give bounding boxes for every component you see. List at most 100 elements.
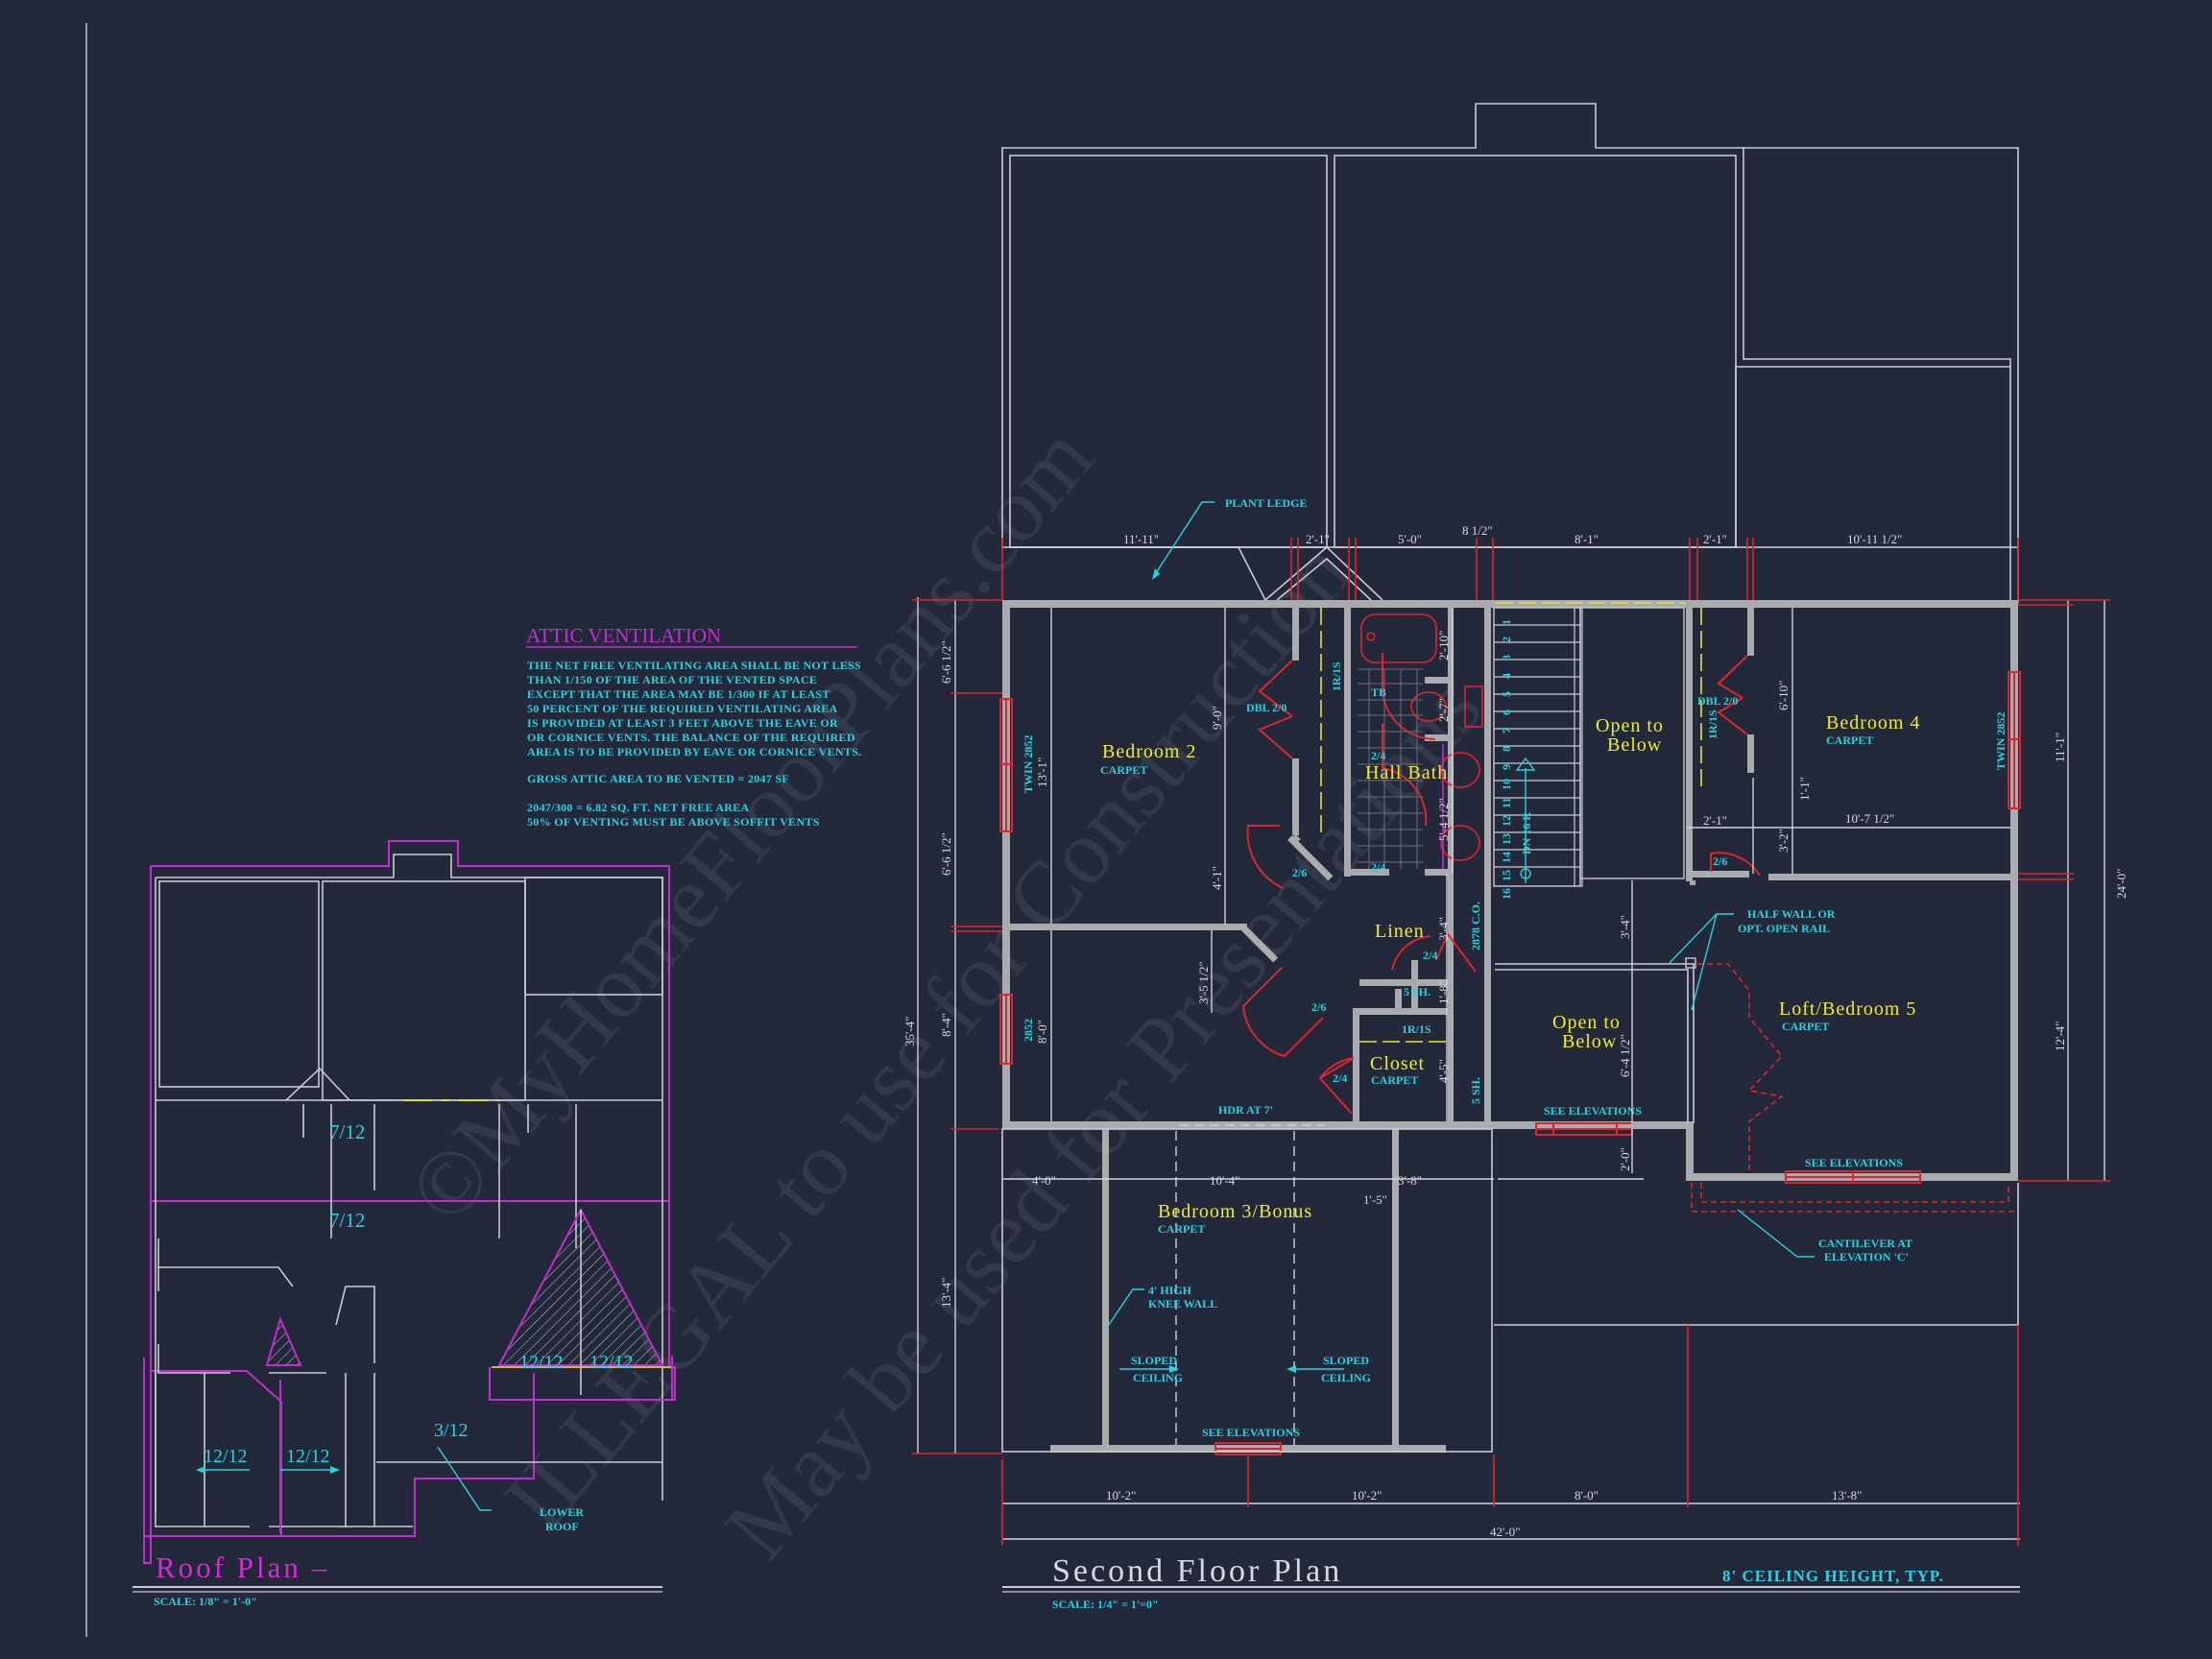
half-wall-railing xyxy=(1495,963,1695,1123)
lower-floor-outline xyxy=(1743,148,2011,603)
small-gable-hatch xyxy=(265,1316,302,1366)
dimension-label: 10'-7 1/2" xyxy=(1845,811,1894,826)
roof-pitch-label: 12/12 xyxy=(286,1446,330,1467)
cantilever-label: ELEVATION 'C' xyxy=(1824,1250,1909,1263)
room-name-hall-bath: Hall Bath xyxy=(1365,762,1448,783)
floor-finish-label: CARPET xyxy=(1158,1222,1205,1236)
lower-roof-leader xyxy=(437,1446,492,1511)
overall-width-dimension: 42'-0" xyxy=(1490,1525,1520,1539)
dimension-label: 3'-8" xyxy=(1398,1173,1422,1188)
knee-wall-leader xyxy=(1105,1288,1144,1330)
dimension-label: 4'-0" xyxy=(1032,1173,1056,1188)
dimension-label: 24'-0" xyxy=(2114,869,2128,899)
dimension-label: 13'-4" xyxy=(939,1278,953,1308)
dimension-label: 35'-4" xyxy=(902,1017,917,1046)
dimension-label: 2'-1" xyxy=(1703,532,1727,546)
dimension-label: 13'-8" xyxy=(1832,1488,1862,1503)
window-label: TWIN 2852 xyxy=(1994,712,2008,770)
dimension-label: 8'-0" xyxy=(1575,1488,1599,1503)
room-name-bedroom-4: Bedroom 4 xyxy=(1826,712,1920,733)
dimension-label: 11'-1" xyxy=(2053,733,2067,762)
dimension-label: 4'-5" xyxy=(1436,1059,1451,1083)
lower-roof-label: ROOF xyxy=(545,1520,579,1533)
attic-text-line: 50 PERCENT OF THE REQUIRED VENTILATING A… xyxy=(527,702,838,715)
doors xyxy=(1241,653,1761,1115)
right-dimension-strings: 11'-1" 12'-4" 24'-0" xyxy=(2018,599,2128,1182)
attic-text-line: THE NET FREE VENTILATING AREA SHALL BE N… xyxy=(527,659,861,672)
half-wall-leader xyxy=(1668,913,1734,1011)
tread-number: 4 xyxy=(1500,673,1513,679)
tread-number: 1 xyxy=(1500,619,1513,625)
roof-interior-walls xyxy=(157,1344,326,1374)
dimension-label: 6'-4 1/2" xyxy=(1618,1034,1632,1077)
door-size-label: 2/6 xyxy=(1292,866,1307,879)
tread-number: 16 xyxy=(1500,888,1513,900)
attic-ventilation-title: ATTIC VENTILATION xyxy=(526,624,721,647)
attic-text-line: OR CORNICE VENTS. THE BALANCE OF THE REQ… xyxy=(527,731,855,744)
bottom-dimension-strings: 10'-2" 10'-2" 8'-0" 13'-8" 42'-0" xyxy=(1001,1325,2020,1546)
room-labels: Bedroom 2 CARPET Hall Bath Open to Below… xyxy=(1100,712,1920,1236)
interior-walls xyxy=(1002,608,2018,1448)
dimension-label: 3'-4" xyxy=(1436,917,1451,941)
stair-arrow-icon xyxy=(1515,757,1536,771)
window-label: TWIN 2852 xyxy=(1022,735,1035,793)
room-name-open-to-below: Open to xyxy=(1596,715,1664,736)
sloped-ceiling-label: SLOPED xyxy=(1323,1354,1369,1367)
dimension-label: 2'-10" xyxy=(1436,631,1451,661)
dimension-label: 10'-2" xyxy=(1106,1488,1136,1503)
shelf-label: 5 SH. xyxy=(1404,985,1431,998)
attic-gross-area: GROSS ATTIC AREA TO BE VENTED = 2047 SF xyxy=(527,772,789,785)
bonus-outline xyxy=(1001,1128,1493,1453)
lower-floor-outline xyxy=(1334,155,1737,548)
tread-number: 9 xyxy=(1500,764,1513,770)
roof-plan-title: Roof Plan – xyxy=(156,1551,329,1584)
lower-roof-walls xyxy=(155,1373,413,1527)
left-dimension-strings: 6'-6 1/2" 6'-6 1/2" 8'-4" 13'-4" 35'-4" xyxy=(902,597,1002,1455)
door-label: DBL 2/0 xyxy=(1697,694,1738,708)
dimension-label: 8 1/2" xyxy=(1462,523,1493,538)
dimension-label: 6'-6 1/2" xyxy=(939,640,953,684)
floor-finish-label: CARPET xyxy=(1100,763,1147,777)
see-elevations-label: SEE ELEVATIONS xyxy=(1805,1156,1903,1169)
roof-pitch-label: 12/12 xyxy=(204,1446,248,1467)
watermark: ©MyHomeFloorPlans.com ILLEGAL to use for… xyxy=(388,406,1501,1577)
dimension-label: 12'-4" xyxy=(2053,1022,2067,1051)
tread-number: 8 xyxy=(1500,746,1513,752)
door-size-label: 2/6 xyxy=(1713,854,1727,868)
dimension-label: 2'-1" xyxy=(1306,532,1330,546)
lower-roof-label: LOWER xyxy=(540,1505,584,1519)
roof-pitch-label: 7/12 xyxy=(329,1209,365,1232)
floor-finish-label: CARPET xyxy=(1371,1073,1418,1087)
towel-bar-label: TB xyxy=(1371,685,1386,699)
room-name-linen: Linen xyxy=(1375,921,1425,942)
floor-plan-title: Second Floor Plan xyxy=(1052,1553,1342,1589)
dimension-label: 3'-4" xyxy=(1618,915,1632,939)
sloped-ceiling-label: CEILING xyxy=(1321,1371,1371,1384)
attic-text-line: AREA IS TO BE PROVIDED BY EAVE OR CORNIC… xyxy=(527,745,861,758)
roof-interior-walls xyxy=(335,1286,375,1363)
arrow-right-icon xyxy=(330,1466,340,1474)
second-floor-plan: 11'-11" 2'-1" 5'-0" 8 1/2" 8'-1" 2'-1" 1… xyxy=(902,103,2128,1611)
lower-floor-outline xyxy=(1001,103,2019,603)
annotation-notes: DBL 2/0 DBL 2/0 1R/1S 1R/1S 1R/1S TB 2/4… xyxy=(1022,661,2008,1439)
roof-pitch-label: 3/12 xyxy=(434,1420,469,1441)
tread-number: 5 xyxy=(1500,691,1513,697)
plant-ledge-label: PLANT LEDGE xyxy=(1225,496,1307,510)
sloped-ceiling-label: SLOPED xyxy=(1131,1354,1177,1367)
roof-pitch-label: 12/12 xyxy=(589,1352,634,1373)
arrow-left-icon xyxy=(1286,1365,1296,1373)
cased-opening-label: 2878 C.O. xyxy=(1469,902,1482,950)
see-elevations-label: SEE ELEVATIONS xyxy=(1544,1104,1642,1118)
bath-fixtures xyxy=(1360,613,1483,861)
door-size-label: 2/4 xyxy=(1333,1071,1347,1085)
arrow-left-icon xyxy=(196,1466,205,1474)
roof-bay xyxy=(285,1067,350,1101)
roof-plan-scale: SCALE: 1/8" = 1'-0" xyxy=(154,1595,257,1608)
roof-room-outline xyxy=(158,880,320,1088)
cantilever-leader xyxy=(1737,1209,1815,1258)
cantilever-label: CANTILEVER AT xyxy=(1818,1237,1912,1250)
attic-ventilation-note: ATTIC VENTILATION THE NET FREE VENTILATI… xyxy=(526,624,861,829)
dimension-label: 11'-11" xyxy=(1123,532,1159,546)
